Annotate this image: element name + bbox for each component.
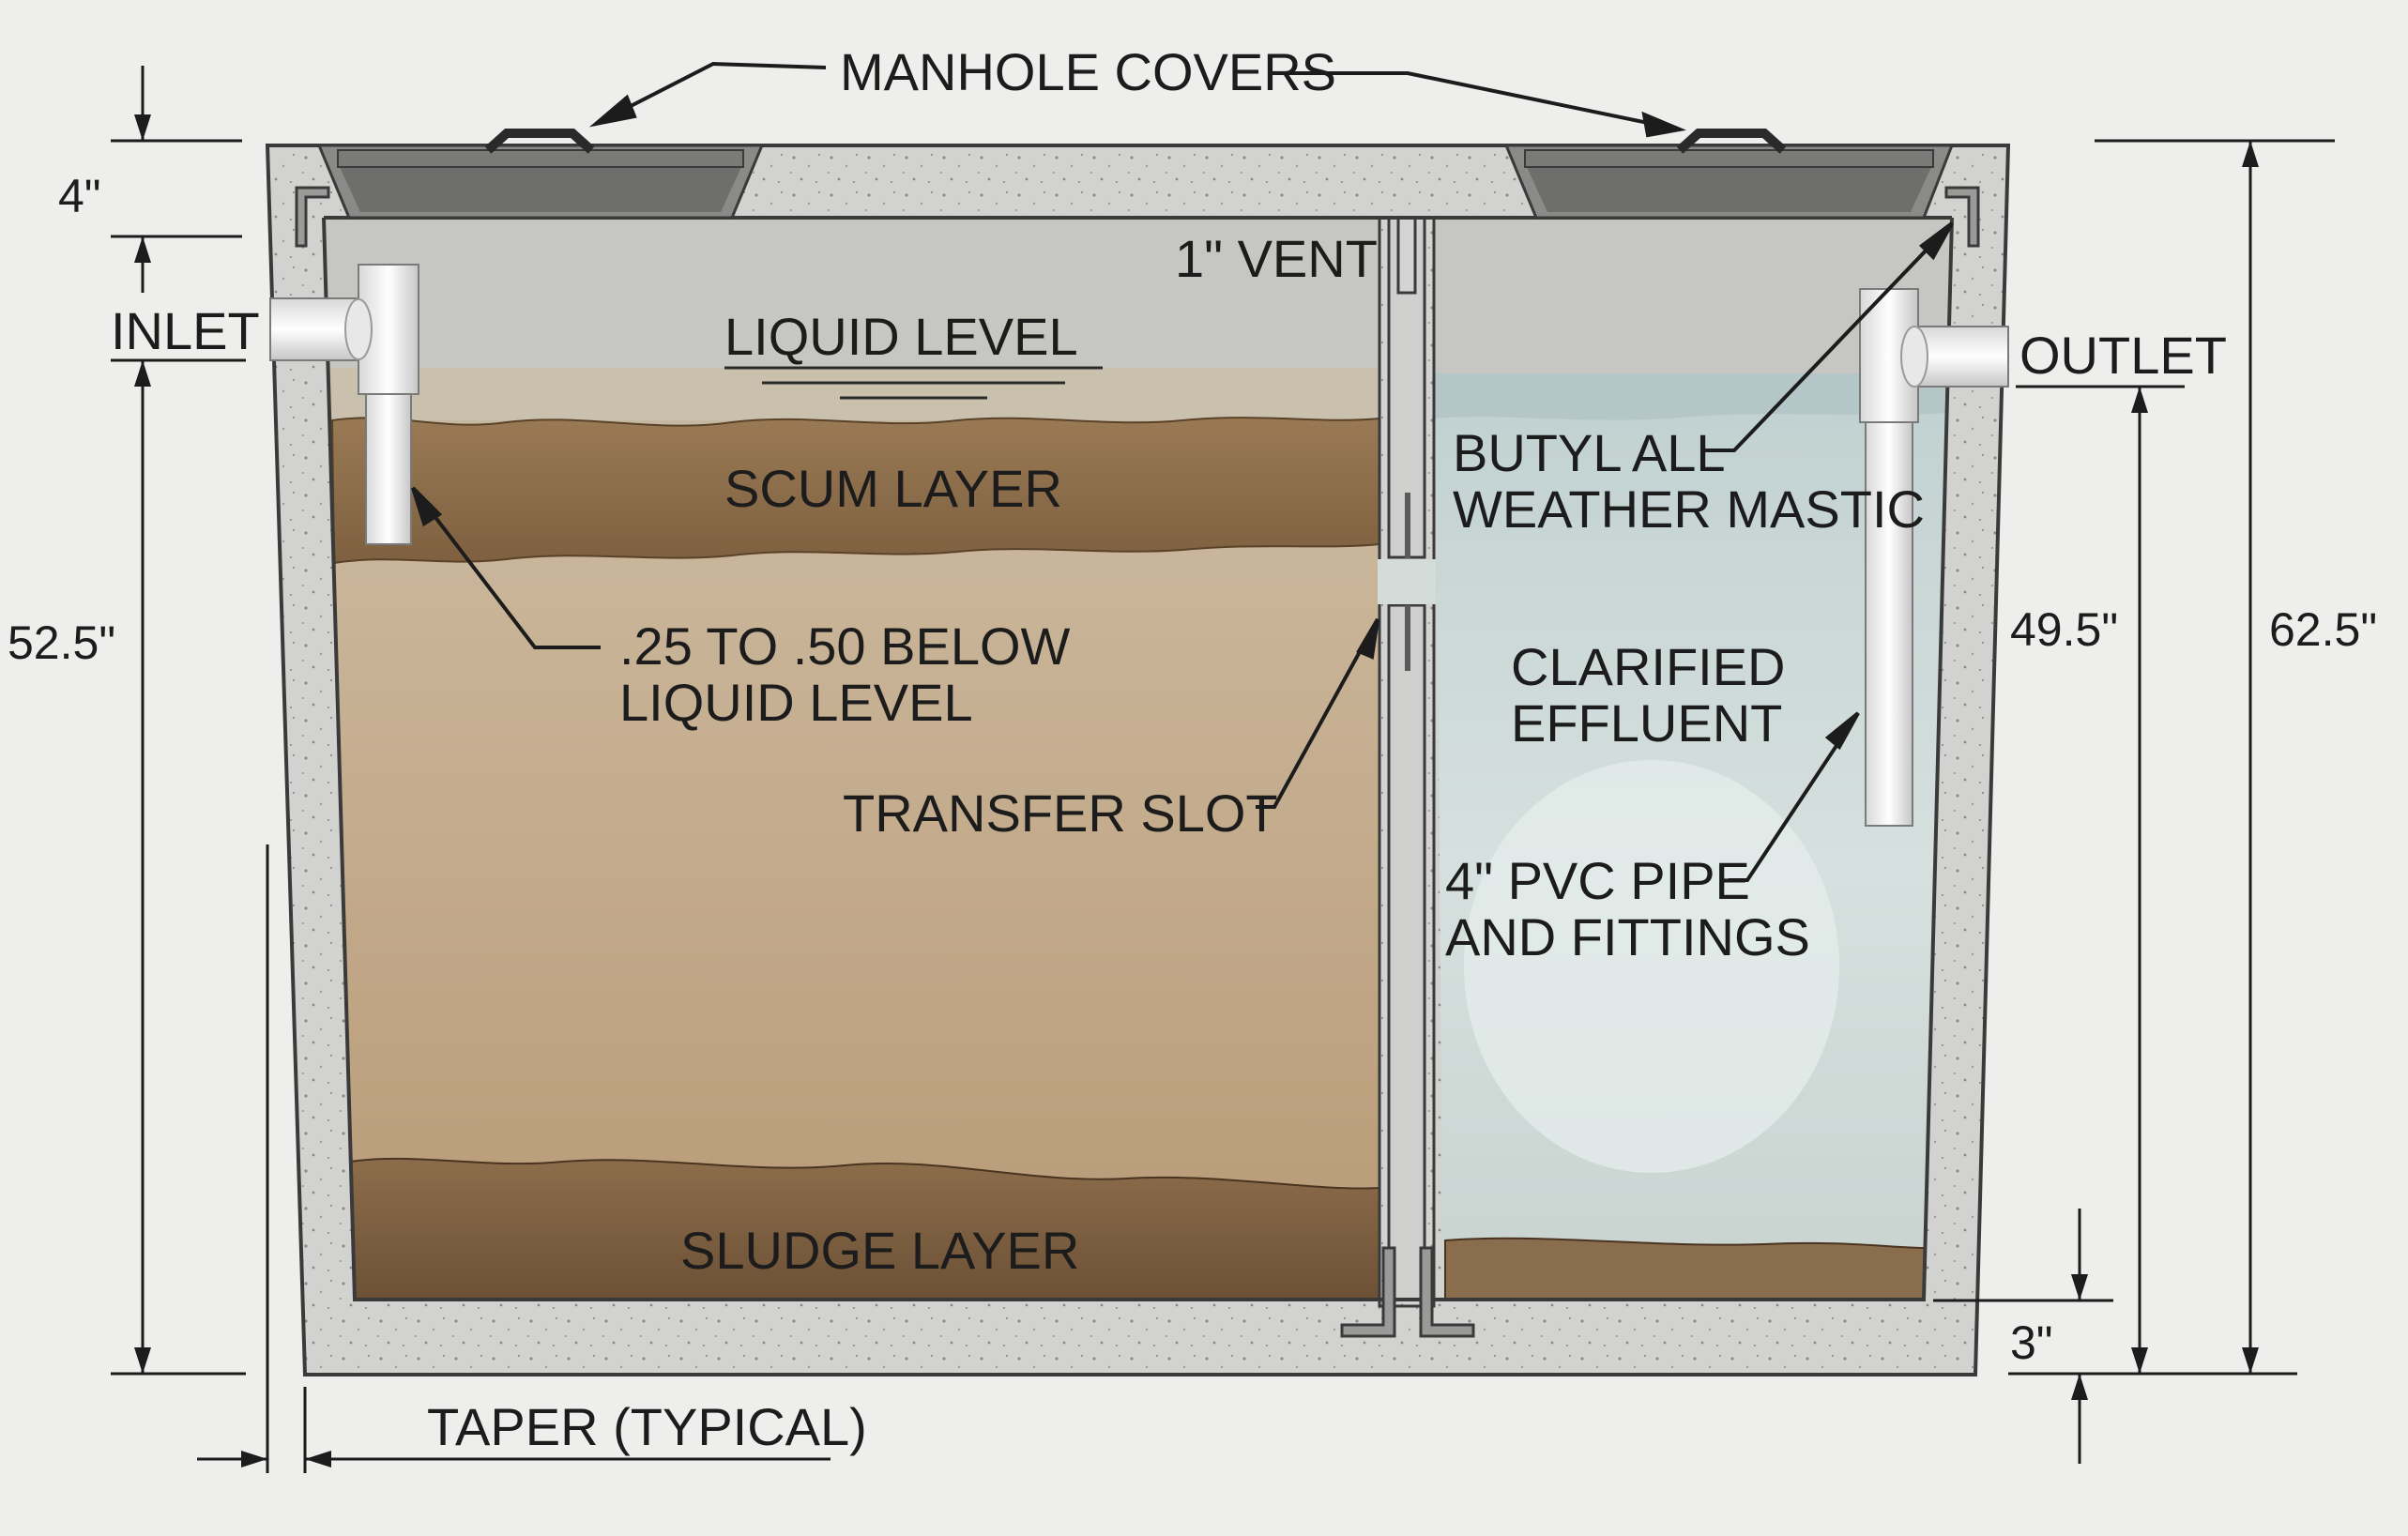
leader-lines <box>411 61 1954 882</box>
baffle-wall <box>1378 216 1436 1308</box>
dimension-lines <box>111 66 2335 1473</box>
total-height-dimension: 62.5" <box>2269 603 2377 656</box>
manhole-covers-label: MANHOLE COVERS <box>840 42 1336 101</box>
outlet-label: OUTLET <box>2019 326 2227 385</box>
inlet-depth-dimension: 52.5" <box>8 616 115 669</box>
taper-label: TAPER (TYPICAL) <box>427 1397 867 1456</box>
inlet-label: INLET <box>111 301 260 360</box>
butyl-mastic-label-line1: BUTYL ALL <box>1453 423 1726 482</box>
scum-layer-label: SCUM LAYER <box>724 459 1062 518</box>
transfer-slot <box>1378 559 1436 604</box>
floor-dimension: 3" <box>2010 1316 2053 1369</box>
floor-rebar <box>1340 1246 1475 1338</box>
dimension-arrows <box>134 114 2259 1468</box>
liquid-level-label: LIQUID LEVEL <box>724 307 1078 366</box>
left-chamber <box>324 218 1380 1300</box>
manhole-cover-right <box>1503 129 1955 220</box>
below-liquid-label-line2: LIQUID LEVEL <box>619 673 973 732</box>
below-liquid-label-line1: .25 TO .50 BELOW <box>619 616 1071 676</box>
transfer-slot-label: TRANSFER SLOT <box>843 783 1278 843</box>
right-chamber <box>1434 218 1952 1300</box>
clarified-effluent-label-line1: CLARIFIED <box>1511 637 1786 696</box>
pvc-pipe-label-line2: AND FITTINGS <box>1445 907 1810 966</box>
butyl-mastic-label-line2: WEATHER MASTIC <box>1453 479 1925 539</box>
outlet-depth-dimension: 49.5" <box>2010 603 2118 656</box>
vent-pipe <box>1396 216 1417 295</box>
manhole-cover-left <box>316 129 765 220</box>
inlet-pipe <box>269 264 419 545</box>
sludge-layer-label: SLUDGE LAYER <box>680 1221 1079 1280</box>
vent-label: 1" VENT <box>1175 229 1378 288</box>
liquid-level-symbol <box>724 366 1103 400</box>
clarified-effluent-label-line2: EFFLUENT <box>1511 693 1782 753</box>
pvc-pipe-label-line1: 4" PVC PIPE <box>1445 851 1750 910</box>
sludge-layer <box>349 1157 1380 1300</box>
lid-dimension: 4" <box>58 170 101 222</box>
